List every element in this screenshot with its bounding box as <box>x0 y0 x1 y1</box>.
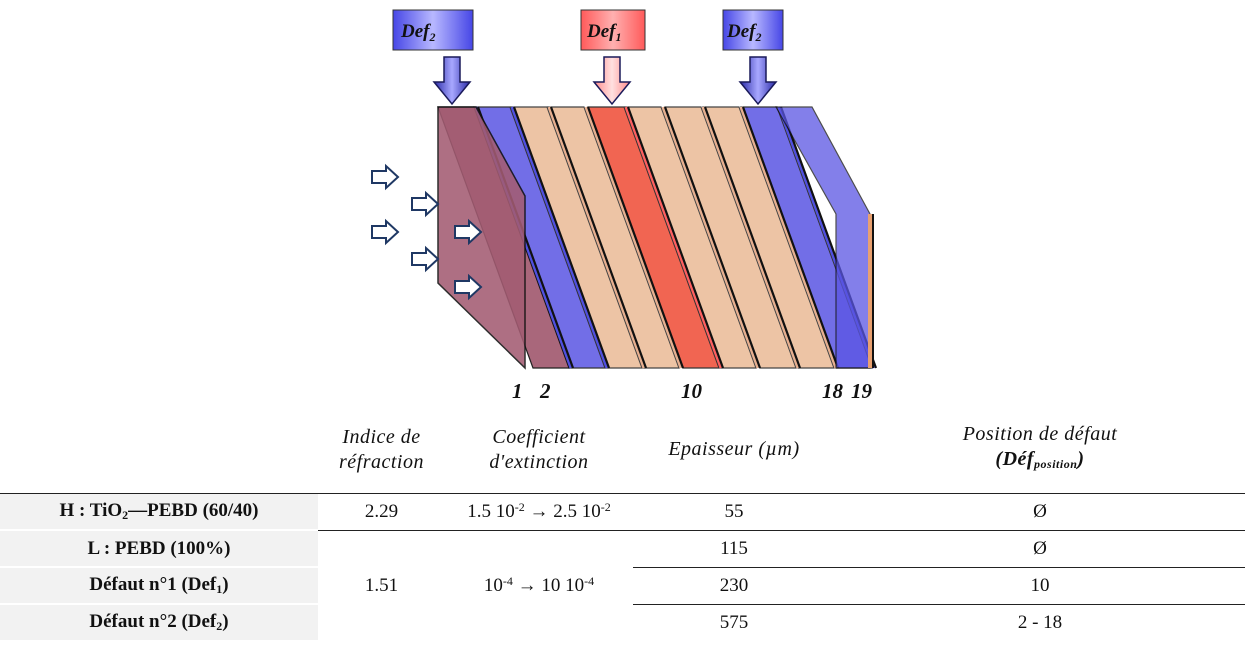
empty-header-cell <box>0 406 318 494</box>
layer-edge <box>739 106 838 369</box>
multilayer-structure-diagram: Def2 Def1 Def2 1 2 10 18 19 <box>371 9 878 403</box>
table-row-def1: Défaut n°1 (Def1) 230 10 <box>0 567 1245 605</box>
thickness-header: Epaisseur (µm) <box>633 406 835 494</box>
layer-edge <box>586 106 685 369</box>
def2-label-left: Def2 <box>392 9 474 51</box>
layer-number-2: 2 <box>539 379 551 403</box>
layer-edge <box>584 106 683 369</box>
layer-number-18: 18 <box>822 379 844 403</box>
layer-edge <box>661 106 760 369</box>
layer-edge <box>624 106 723 369</box>
layer-edge <box>701 106 800 369</box>
defect-position-header: Position de défaut(Défposition) <box>835 406 1245 494</box>
refractive-index-h: 2.29 <box>318 493 445 531</box>
def2-arrow-left-icon <box>432 56 472 106</box>
thickness-def1: 230 <box>633 567 835 605</box>
svg-text:Def1: Def1 <box>586 21 621 44</box>
thickness-l: 115 <box>633 530 835 568</box>
def1-label: Def1 <box>580 9 646 51</box>
incident-arrow-icon <box>454 273 483 301</box>
incident-arrow-icon <box>411 190 440 218</box>
layer-number-10: 10 <box>681 379 703 403</box>
layer-number-19: 19 <box>851 379 873 403</box>
position-def2: 2 - 18 <box>1017 611 1063 633</box>
layer-stack <box>437 106 878 370</box>
def1-arrow-icon <box>592 56 632 106</box>
layer-edge <box>741 106 840 369</box>
layer-edge <box>663 106 762 369</box>
svg-text:Def2: Def2 <box>400 21 435 44</box>
position-l: Ø <box>835 530 1245 568</box>
row-label-h: H : TiO2—PEBD (60/40) <box>0 493 318 531</box>
incident-arrow-icon <box>454 218 483 246</box>
row-label-def1: Défaut n°1 (Def1) <box>0 567 318 605</box>
table-row-def2: Défaut n°2 (Def2) 575 2 - 18 <box>0 604 1245 642</box>
position-def1: 10 <box>835 567 1245 605</box>
front-face <box>437 106 526 370</box>
thickness-def2: 575 <box>719 611 749 633</box>
layer-edge <box>703 106 802 369</box>
table-row-l: L : PEBD (100%) 1.51 10-4 → 10 10-4 115 … <box>0 530 1245 596</box>
layer-edge <box>547 106 646 369</box>
layer-edge <box>549 106 648 369</box>
row-label-def2: Défaut n°2 (Def2) <box>0 604 318 642</box>
layer-edge <box>512 106 611 369</box>
refractive-index-merged: 1.51 <box>364 574 399 596</box>
extinction-h: 1.5 10-2 → 2.5 10-2 <box>445 493 633 531</box>
extinction-merged: 10-4 → 10 10-4 <box>483 574 595 597</box>
svg-text:Def2: Def2 <box>726 21 761 44</box>
def2-label-right: Def2 <box>722 9 784 51</box>
incident-arrow-icon <box>411 245 440 273</box>
layer-edge <box>626 106 725 369</box>
row-label-l: L : PEBD (100%) <box>0 530 318 568</box>
def2-arrow-right-icon <box>738 56 778 106</box>
layer-number-1: 1 <box>512 379 523 403</box>
table-row-h: H : TiO2—PEBD (60/40) 2.29 1.5 10-2 → 2.… <box>0 493 1245 531</box>
thickness-h: 55 <box>633 493 835 531</box>
incident-arrow-icon <box>371 218 400 246</box>
position-h: Ø <box>835 493 1245 531</box>
incident-arrow-icon <box>371 163 400 191</box>
layer-edge <box>510 106 609 369</box>
